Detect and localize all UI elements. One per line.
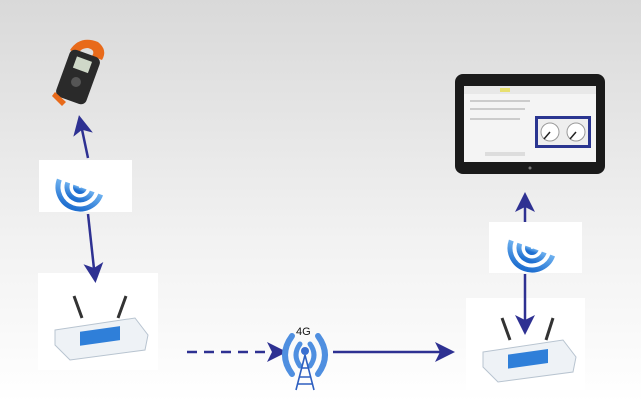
clamp-meter-icon [52, 39, 105, 106]
wifi-box-right [489, 222, 582, 273]
wifi-icon [55, 178, 104, 212]
wifi-icon [507, 239, 556, 273]
router-icon [54, 295, 149, 361]
arrow-wifi-router [83, 213, 104, 283]
cell-tower-icon [282, 333, 328, 391]
router-icon [482, 317, 577, 383]
tower-label: 4G [296, 326, 311, 338]
tablet-icon [455, 74, 605, 174]
arrow-meter-wifi [73, 115, 93, 159]
wifi-box-left [39, 160, 132, 212]
